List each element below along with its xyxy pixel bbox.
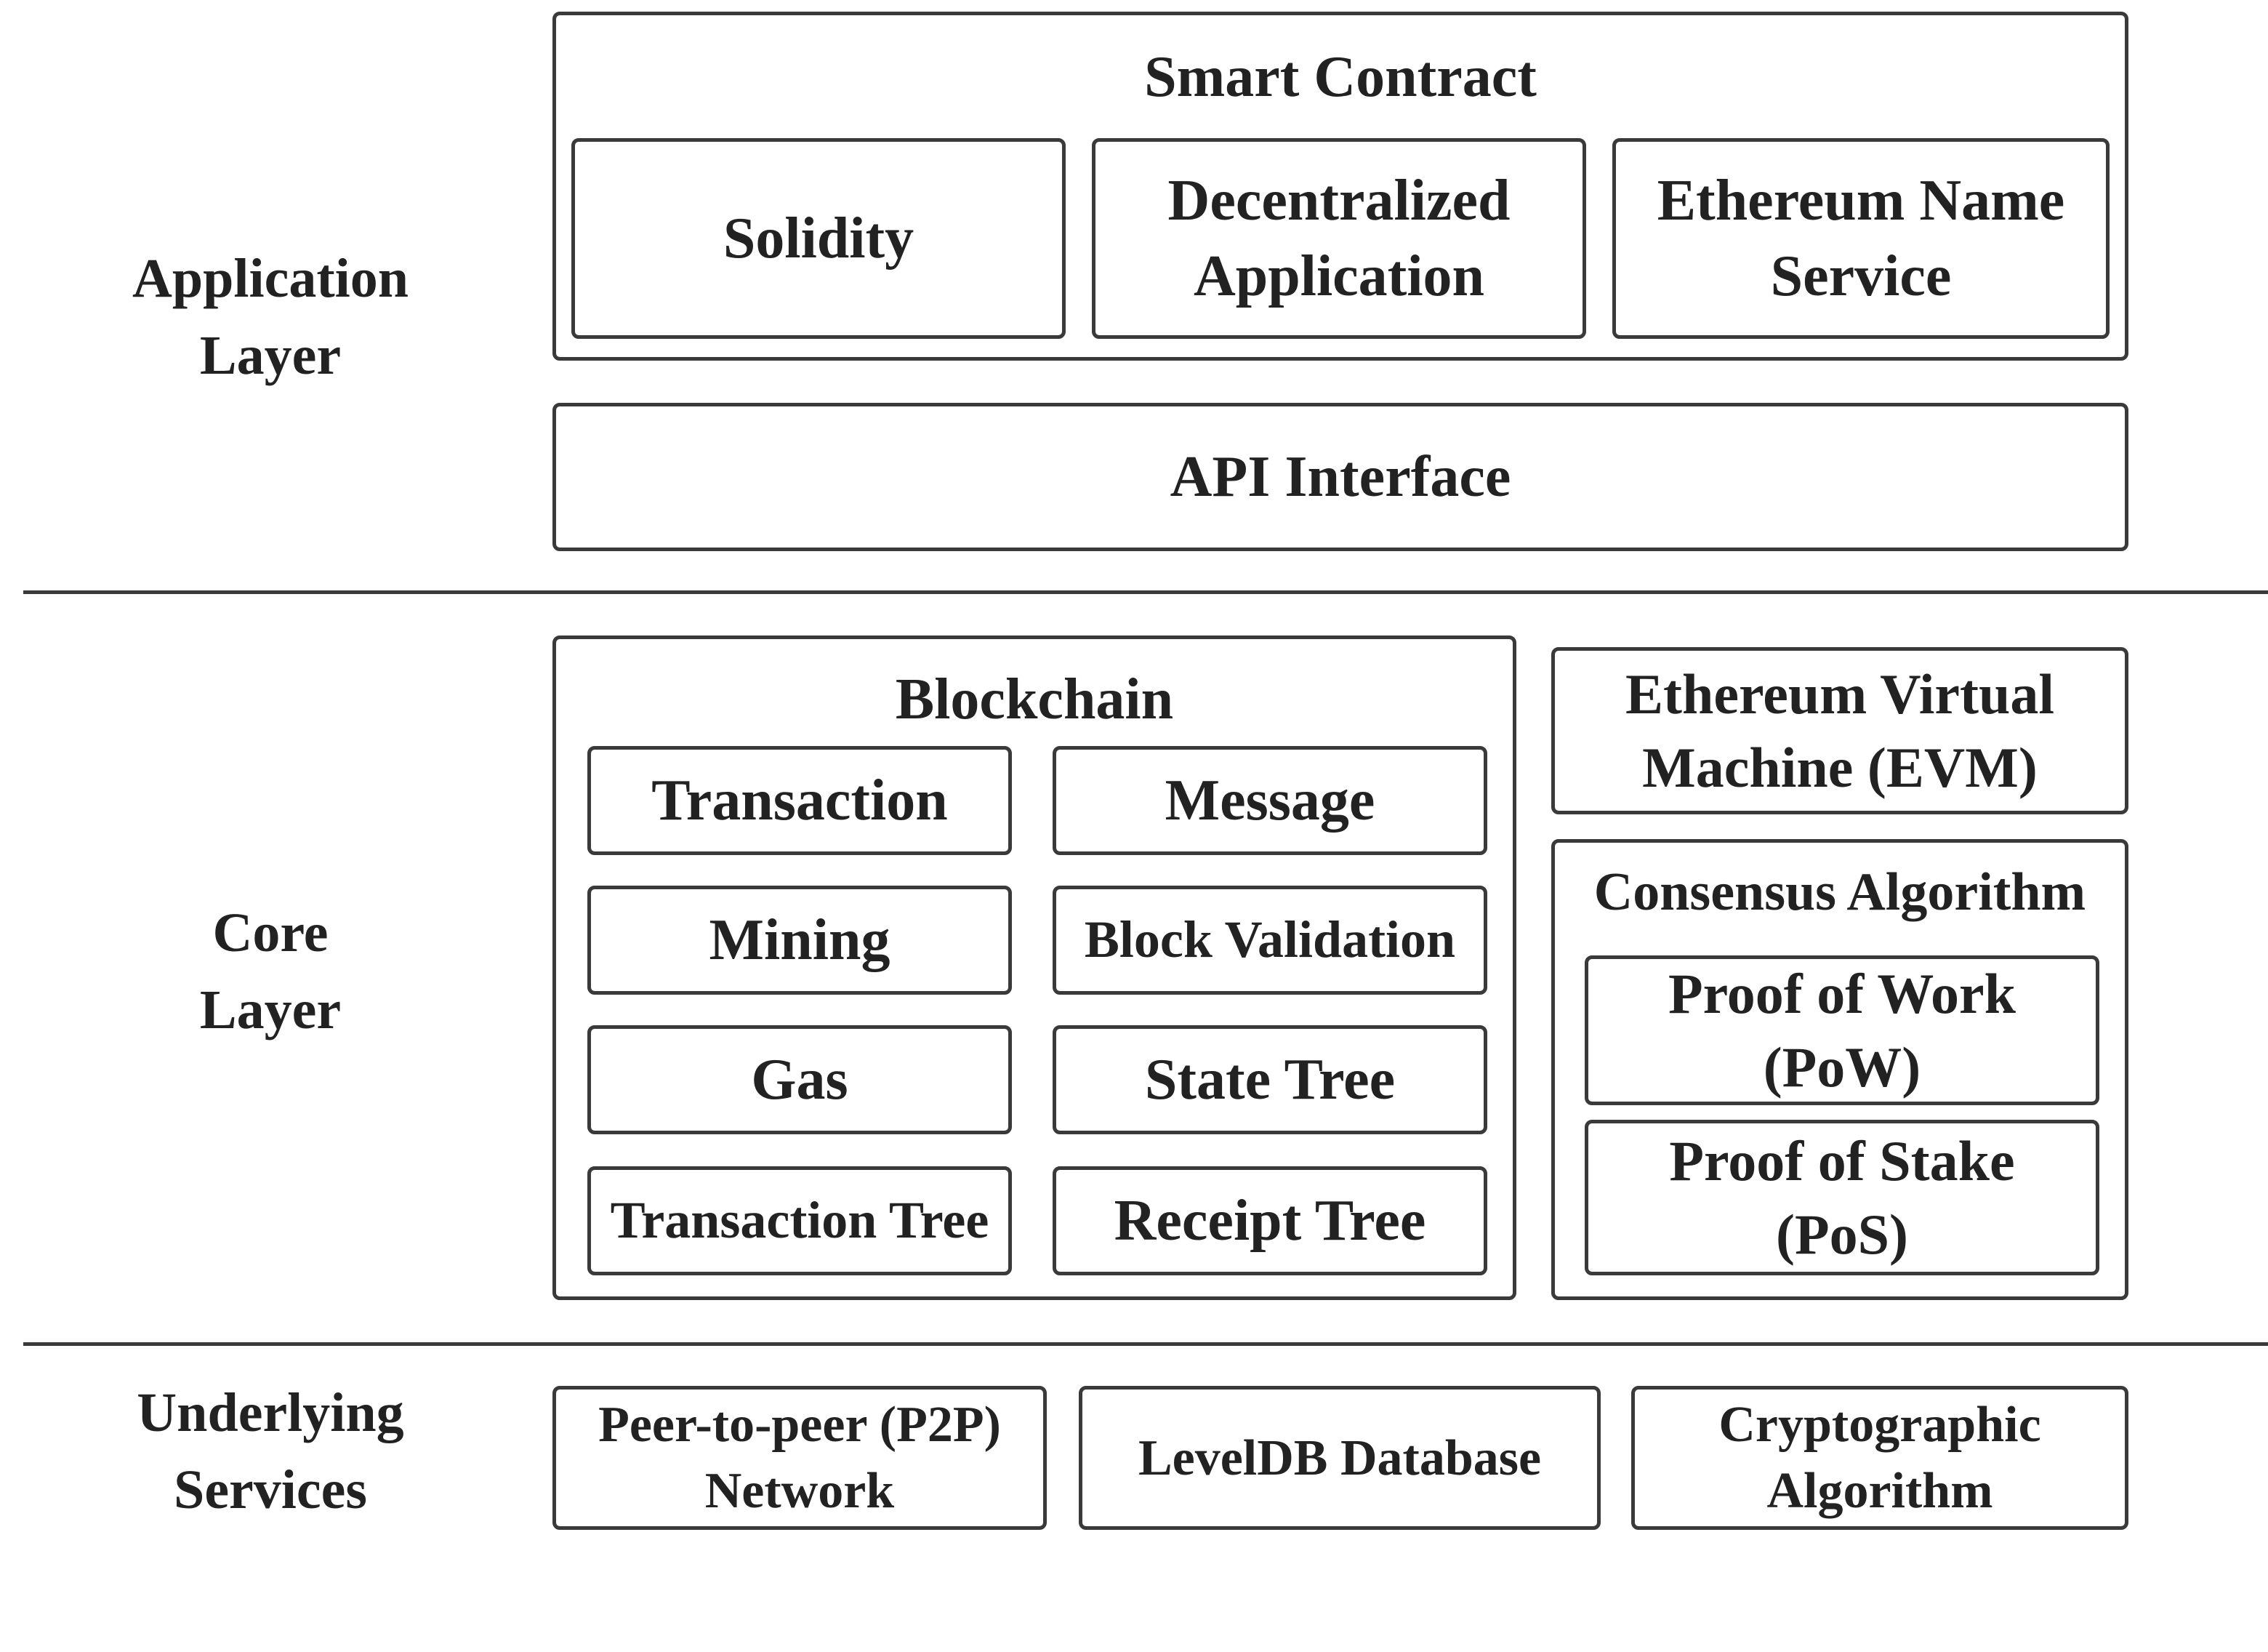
smart-contract-title: Smart Contract <box>1144 45 1537 109</box>
separator-application-core <box>23 590 2268 594</box>
message-box: Message <box>1053 746 1487 855</box>
receipt-tree-box: Receipt Tree <box>1053 1166 1487 1275</box>
proof-of-stake-box: Proof of Stake (PoS) <box>1585 1120 2099 1275</box>
block-validation-box: Block Validation <box>1053 886 1487 995</box>
cryptographic-algorithm-box: Cryptographic Algorithm <box>1631 1386 2128 1530</box>
state-tree-box: State Tree <box>1053 1025 1487 1134</box>
evm-box: Ethereum Virtual Machine (EVM) <box>1551 647 2128 814</box>
proof-of-work-box: Proof of Work (PoW) <box>1585 955 2099 1105</box>
leveldb-database-box: LevelDB Database <box>1079 1386 1601 1530</box>
transaction-tree-box: Transaction Tree <box>587 1166 1012 1275</box>
mining-box: Mining <box>587 886 1012 995</box>
gas-box: Gas <box>587 1025 1012 1134</box>
solidity-box: Solidity <box>571 138 1066 339</box>
blockchain-title: Blockchain <box>895 667 1174 731</box>
application-layer-label: Application Layer <box>132 248 409 387</box>
decentralized-application-box: Decentralized Application <box>1092 138 1586 339</box>
underlying-services-label: Underlying Services <box>137 1382 404 1521</box>
consensus-algorithm-title: Consensus Algorithm <box>1593 862 2086 922</box>
core-layer-label: Core Layer <box>199 902 342 1041</box>
separator-core-underlying <box>23 1342 2268 1346</box>
transaction-box: Transaction <box>587 746 1012 855</box>
api-interface-box: API Interface <box>552 403 2128 551</box>
p2p-network-box: Peer-to-peer (P2P) Network <box>552 1386 1047 1530</box>
ethereum-name-service-box: Ethereum Name Service <box>1612 138 2110 339</box>
